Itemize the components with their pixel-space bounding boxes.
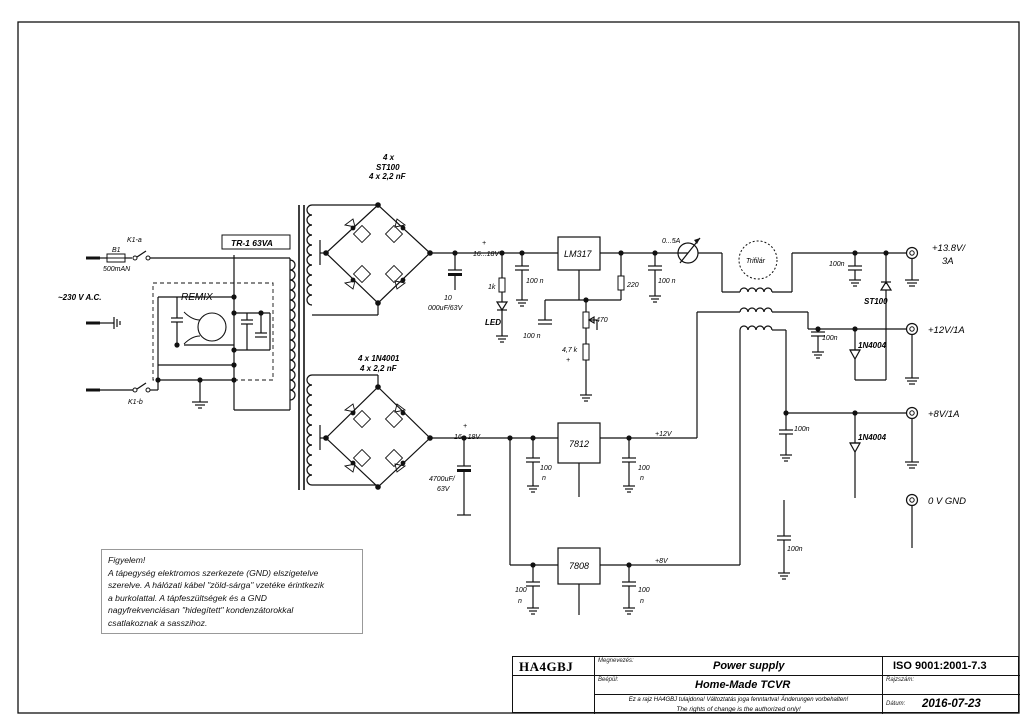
name-cell: Megnevezés: Power supply — [595, 657, 883, 676]
note-line-3: szerelve. A hálózati kábel "zöld-sárga" … — [108, 580, 325, 591]
cap-100n-e: 100n — [822, 335, 838, 342]
standard-label: ISO 9001:2001-7.3 — [893, 660, 987, 672]
res-1k-label: 1k — [488, 284, 496, 291]
note-line-5: nagyfrekvenciásan "hidegített" kondenzát… — [108, 605, 294, 616]
standard-cell: ISO 9001:2001-7.3 — [883, 657, 1020, 676]
cap-100n-d: 100n — [829, 261, 845, 268]
cap-100-b: 100 — [638, 465, 650, 472]
note-line-2: A tápegység elektromos szerkezete (GND) … — [108, 567, 319, 578]
led-label: LED — [485, 318, 501, 327]
warning-note: Figyelem! A tápegység elektromos szerkez… — [101, 549, 363, 634]
plus-pot: + — [566, 357, 570, 364]
drawing-number-cell: Rajzszám: — [883, 676, 1020, 695]
remix-filter: REMIX — [152, 257, 290, 411]
diode-1n4004-b: 1N4004 — [858, 433, 887, 442]
note-line-1: Figyelem! — [108, 555, 146, 565]
cap-100-c: 100 — [515, 587, 527, 594]
cap-bottom-value-1: 4700uF/ — [429, 476, 456, 483]
diode-1n4004-a: 1N4004 — [858, 341, 887, 350]
transformer-label: TR-1 63VA — [231, 238, 273, 248]
drawing-date: 2016-07-23 — [922, 698, 981, 710]
rights-line-1: Ez a rajz HA4GBJ tulajdona! Változtatás … — [628, 697, 849, 703]
res-220-label: 220 — [626, 282, 639, 289]
date-caption: Dátum: — [886, 701, 906, 707]
channel-12v-8v-regulators: + 16...18V 4700uF/ 63V 100 n 7812 +12V 1… — [429, 312, 966, 615]
title-block: HA4GBJ Megnevezés: Power supply ISO 9001… — [512, 656, 1020, 714]
output-8v: +8V/1A — [928, 409, 959, 420]
lm317-label: LM317 — [564, 249, 593, 259]
output-13v8-line2: 3A — [942, 256, 954, 267]
built-cell: Beépül: Home-Made TCVR — [595, 676, 883, 695]
rail-12v-label: +12V — [655, 431, 673, 438]
voltage-top: 16...18V — [473, 251, 500, 258]
switch-k1a-label: K1-a — [127, 237, 142, 244]
output-13v8-line1: +13.8V/ — [932, 243, 966, 254]
built-caption: Beépül: — [598, 677, 619, 683]
plus-bottom: + — [463, 423, 467, 430]
bridge-bottom-line1: 4 x 1N4001 — [357, 354, 400, 363]
cap-100n-a: 100 n — [526, 278, 544, 285]
output-12v: +12V/1A — [928, 325, 965, 336]
fuse-ref: B1 — [112, 247, 121, 254]
drawing-frame — [17, 21, 1020, 714]
mains-input: B1 500mAN K1-a ~230 V A.C. K1-b — [58, 237, 235, 406]
bridge-rectifier-top: 4 x ST100 4 x 2,2 nF — [312, 153, 433, 316]
plus-top: + — [482, 240, 486, 247]
trifilar-label: Trifilár — [746, 258, 766, 265]
author-name: HA4GBJ — [519, 659, 574, 674]
channel-13v8: + 16...18V 10 000uF/63V 1k LED 100 n LM3… — [428, 236, 966, 402]
st100-label: ST100 — [864, 297, 888, 306]
cap-100-a: 100 — [540, 465, 552, 472]
drawing-name: Power supply — [713, 660, 785, 672]
cap-n-c: n — [518, 598, 522, 605]
cap-n-d: n — [640, 598, 644, 605]
note-line-6: csatlakoznak a sasszihoz. — [108, 617, 208, 628]
cap-n-b: n — [640, 475, 644, 482]
blank-cell — [513, 676, 595, 714]
rights-cell: Ez a rajz HA4GBJ tulajdona! Változtatás … — [595, 695, 883, 714]
cap-100n-b: 100 n — [523, 333, 541, 340]
rail-8v-label: +8V — [655, 558, 669, 565]
cap-100n-g: 100n — [787, 546, 803, 553]
mains-voltage-label: ~230 V A.C. — [58, 293, 102, 302]
built-into: Home-Made TCVR — [695, 679, 791, 691]
reg-7808-label: 7808 — [569, 561, 589, 571]
name-caption: Megnevezés: — [598, 658, 634, 664]
author-cell: HA4GBJ — [513, 657, 595, 676]
cap-100-d: 100 — [638, 587, 650, 594]
rights-line-2: The rights of change is the authorized o… — [676, 706, 801, 713]
fuse-value: 500mAN — [103, 266, 131, 273]
output-gnd: 0 V GND — [928, 496, 966, 507]
transformer: TR-1 63VA — [221, 204, 313, 490]
res-4k7-label: 4,7 k — [562, 347, 578, 354]
reg-7812-label: 7812 — [569, 439, 589, 449]
bridge-rectifier-bottom: 4 x 1N4001 4 x 2,2 nF — [312, 354, 433, 490]
cap-n-a: n — [542, 475, 546, 482]
bridge-top-line1: 4 x — [382, 153, 395, 162]
meter-range-label: 0...5A — [662, 238, 681, 245]
bridge-bottom-line2: 4 x 2,2 nF — [359, 364, 398, 373]
date-cell: Dátum: 2016-07-23 — [883, 695, 1020, 714]
cap-100n-f: 100n — [794, 426, 810, 433]
switch-k1b-label: K1-b — [128, 399, 143, 406]
cap-bottom-value-2: 63V — [437, 486, 451, 493]
cap-top-value-2: 000uF/63V — [428, 305, 464, 312]
channel-12v: 100n 1N4004 +12V/1A — [697, 307, 965, 385]
drawing-number-caption: Rajzszám: — [886, 677, 915, 683]
note-line-4: a burkolattal. A tápfeszültségek és a GN… — [108, 592, 267, 603]
pot-470-label: 470 — [596, 317, 608, 324]
cap-100n-c: 100 n — [658, 278, 676, 285]
bridge-top-line2: ST100 — [376, 163, 400, 172]
bridge-top-line3: 4 x 2,2 nF — [368, 172, 407, 181]
voltage-bottom: 16...18V — [454, 434, 481, 441]
cap-top-value-1: 10 — [444, 295, 452, 302]
